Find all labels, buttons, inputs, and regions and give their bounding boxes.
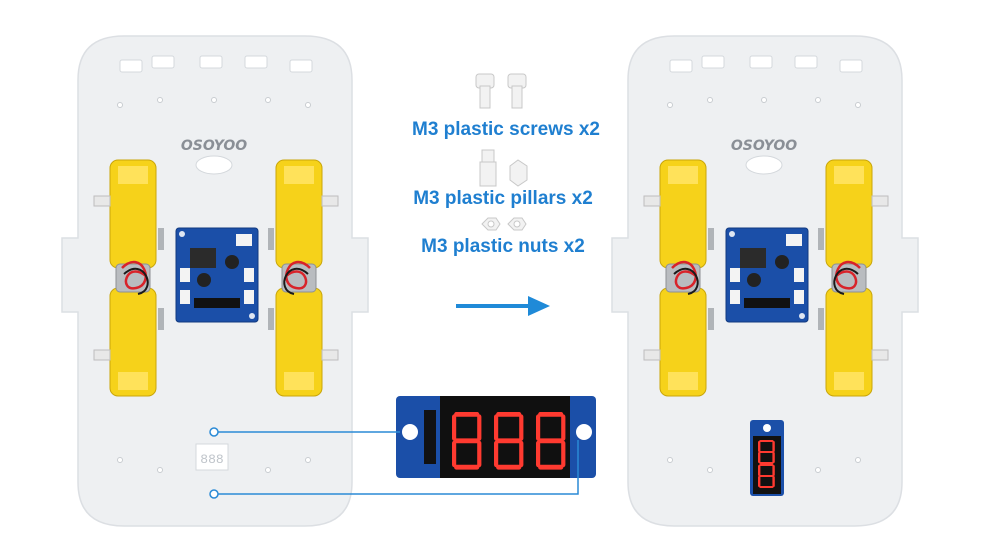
brand-logo-left: OSOYOO bbox=[181, 138, 247, 154]
voltmeter-cutout: 888 bbox=[195, 443, 229, 471]
right-driver-board bbox=[725, 227, 809, 323]
connector-lines bbox=[209, 427, 579, 499]
pillars-image bbox=[479, 149, 528, 187]
left-chassis: 888 bbox=[61, 35, 369, 527]
screws-label: M3 plastic screws x2 bbox=[412, 119, 600, 140]
left-driver-board bbox=[175, 227, 259, 323]
nuts-label: M3 plastic nuts x2 bbox=[421, 236, 585, 257]
svg-text:888: 888 bbox=[200, 452, 223, 467]
brand-logo-right: OSOYOO bbox=[731, 138, 797, 154]
mounted-voltmeter bbox=[750, 420, 784, 496]
right-chassis bbox=[611, 35, 919, 527]
nuts-image bbox=[481, 217, 527, 231]
voltmeter-module bbox=[396, 396, 596, 478]
arrow-right-icon bbox=[456, 296, 550, 316]
pillars-label: M3 plastic pillars x2 bbox=[413, 188, 593, 209]
screws-image bbox=[475, 73, 527, 109]
